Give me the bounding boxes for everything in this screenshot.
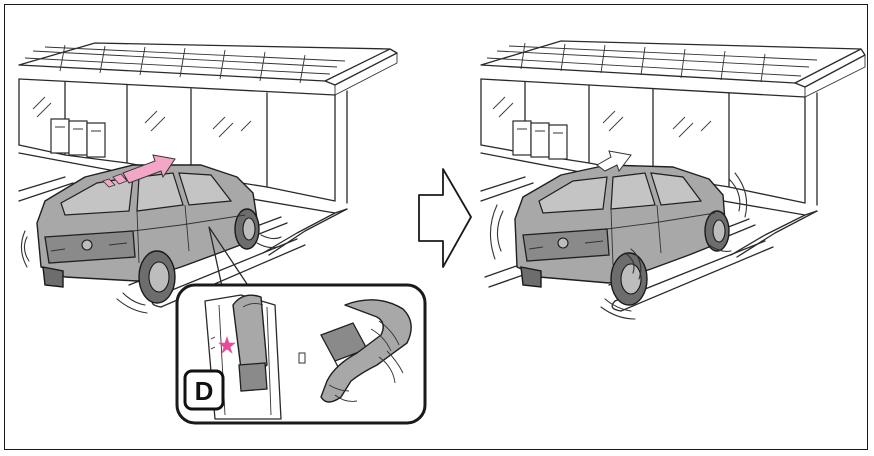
right-car [514, 164, 730, 306]
vibration-lines-front [256, 234, 284, 249]
diagram-frame: D [4, 4, 868, 450]
right-scene [480, 40, 866, 320]
indicator-star-icon [218, 336, 236, 354]
diagram-canvas: D [18, 40, 866, 425]
vibration-lines-wheel [116, 292, 148, 314]
gear-inset: D [175, 283, 427, 425]
shift-lever [232, 294, 268, 392]
roof-motion-icon [596, 150, 632, 173]
vibration-lines-front [728, 172, 748, 218]
vibration-lines-rear [20, 230, 30, 268]
step-arrow-icon [418, 168, 472, 268]
trash-bin [50, 118, 70, 154]
vibration-lines-rear [489, 204, 504, 260]
trash-bin [512, 120, 532, 156]
left-car [36, 164, 260, 304]
vibration-lines-wheel [600, 298, 636, 320]
brake-pedal-foot [320, 299, 412, 403]
gear-letter: D [195, 376, 214, 406]
pink-forward-arrow-icon [102, 154, 176, 188]
trash-bin [530, 122, 550, 158]
vibration-lines-side [624, 248, 642, 280]
trash-bin [86, 122, 106, 158]
trash-bin [548, 124, 568, 160]
console-button [298, 352, 306, 364]
left-scene [18, 42, 398, 314]
trash-bin [68, 120, 88, 156]
gear-d-badge: D [183, 369, 225, 411]
vibration-lines-front-wheel [708, 244, 732, 252]
